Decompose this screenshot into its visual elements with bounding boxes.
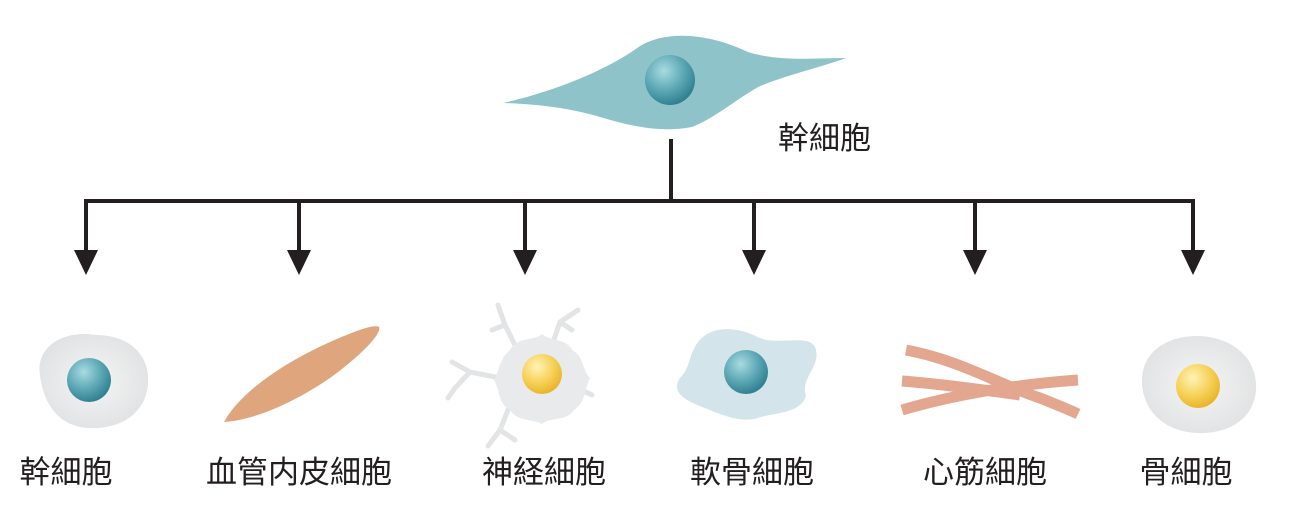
stem-cell-nucleus [67,358,111,402]
differentiation-connectors [84,139,1195,258]
chondrocyte-illustration [676,329,817,420]
osteocyte-label: 骨細胞 [1139,455,1233,491]
arrowhead-4 [742,250,766,275]
neuron-nucleus [522,354,562,394]
cardiomyocyte-illustration [900,344,1081,419]
arrowheads [74,250,1205,275]
arrowhead-5 [963,250,987,275]
osteocyte-nucleus [1176,364,1220,408]
cardiomyocyte-fiber-3 [900,374,1079,416]
root-cell-nucleus [645,55,695,105]
cardiomyocyte-fiber-1 [904,344,1081,419]
osteocyte-illustration [1141,335,1257,434]
arrowhead-2 [287,250,311,275]
neuron-dendrites [445,302,595,449]
arrowhead-3 [513,250,537,275]
neuron-illustration [445,302,595,449]
cardiomyocyte-label: 心筋細胞 [923,455,1047,491]
stem-cell-illustration [39,334,149,429]
chondrocyte-nucleus [724,350,768,394]
root-stem-cell-label: 幹細胞 [778,121,871,157]
neuron-label: 神経細胞 [482,455,606,491]
endothelial-cell-label: 血管内皮細胞 [206,455,392,491]
cardiomyocyte-fiber-2 [901,375,1021,401]
endothelial-cell-body [224,326,380,422]
chondrocyte-label: 軟骨細胞 [690,455,814,491]
arrowhead-1 [74,250,98,275]
stem-cell-label: 幹細胞 [19,455,113,491]
endothelial-cell-illustration [224,326,380,422]
root-stem-cell-illustration [503,35,846,130]
arrowhead-6 [1181,250,1205,275]
